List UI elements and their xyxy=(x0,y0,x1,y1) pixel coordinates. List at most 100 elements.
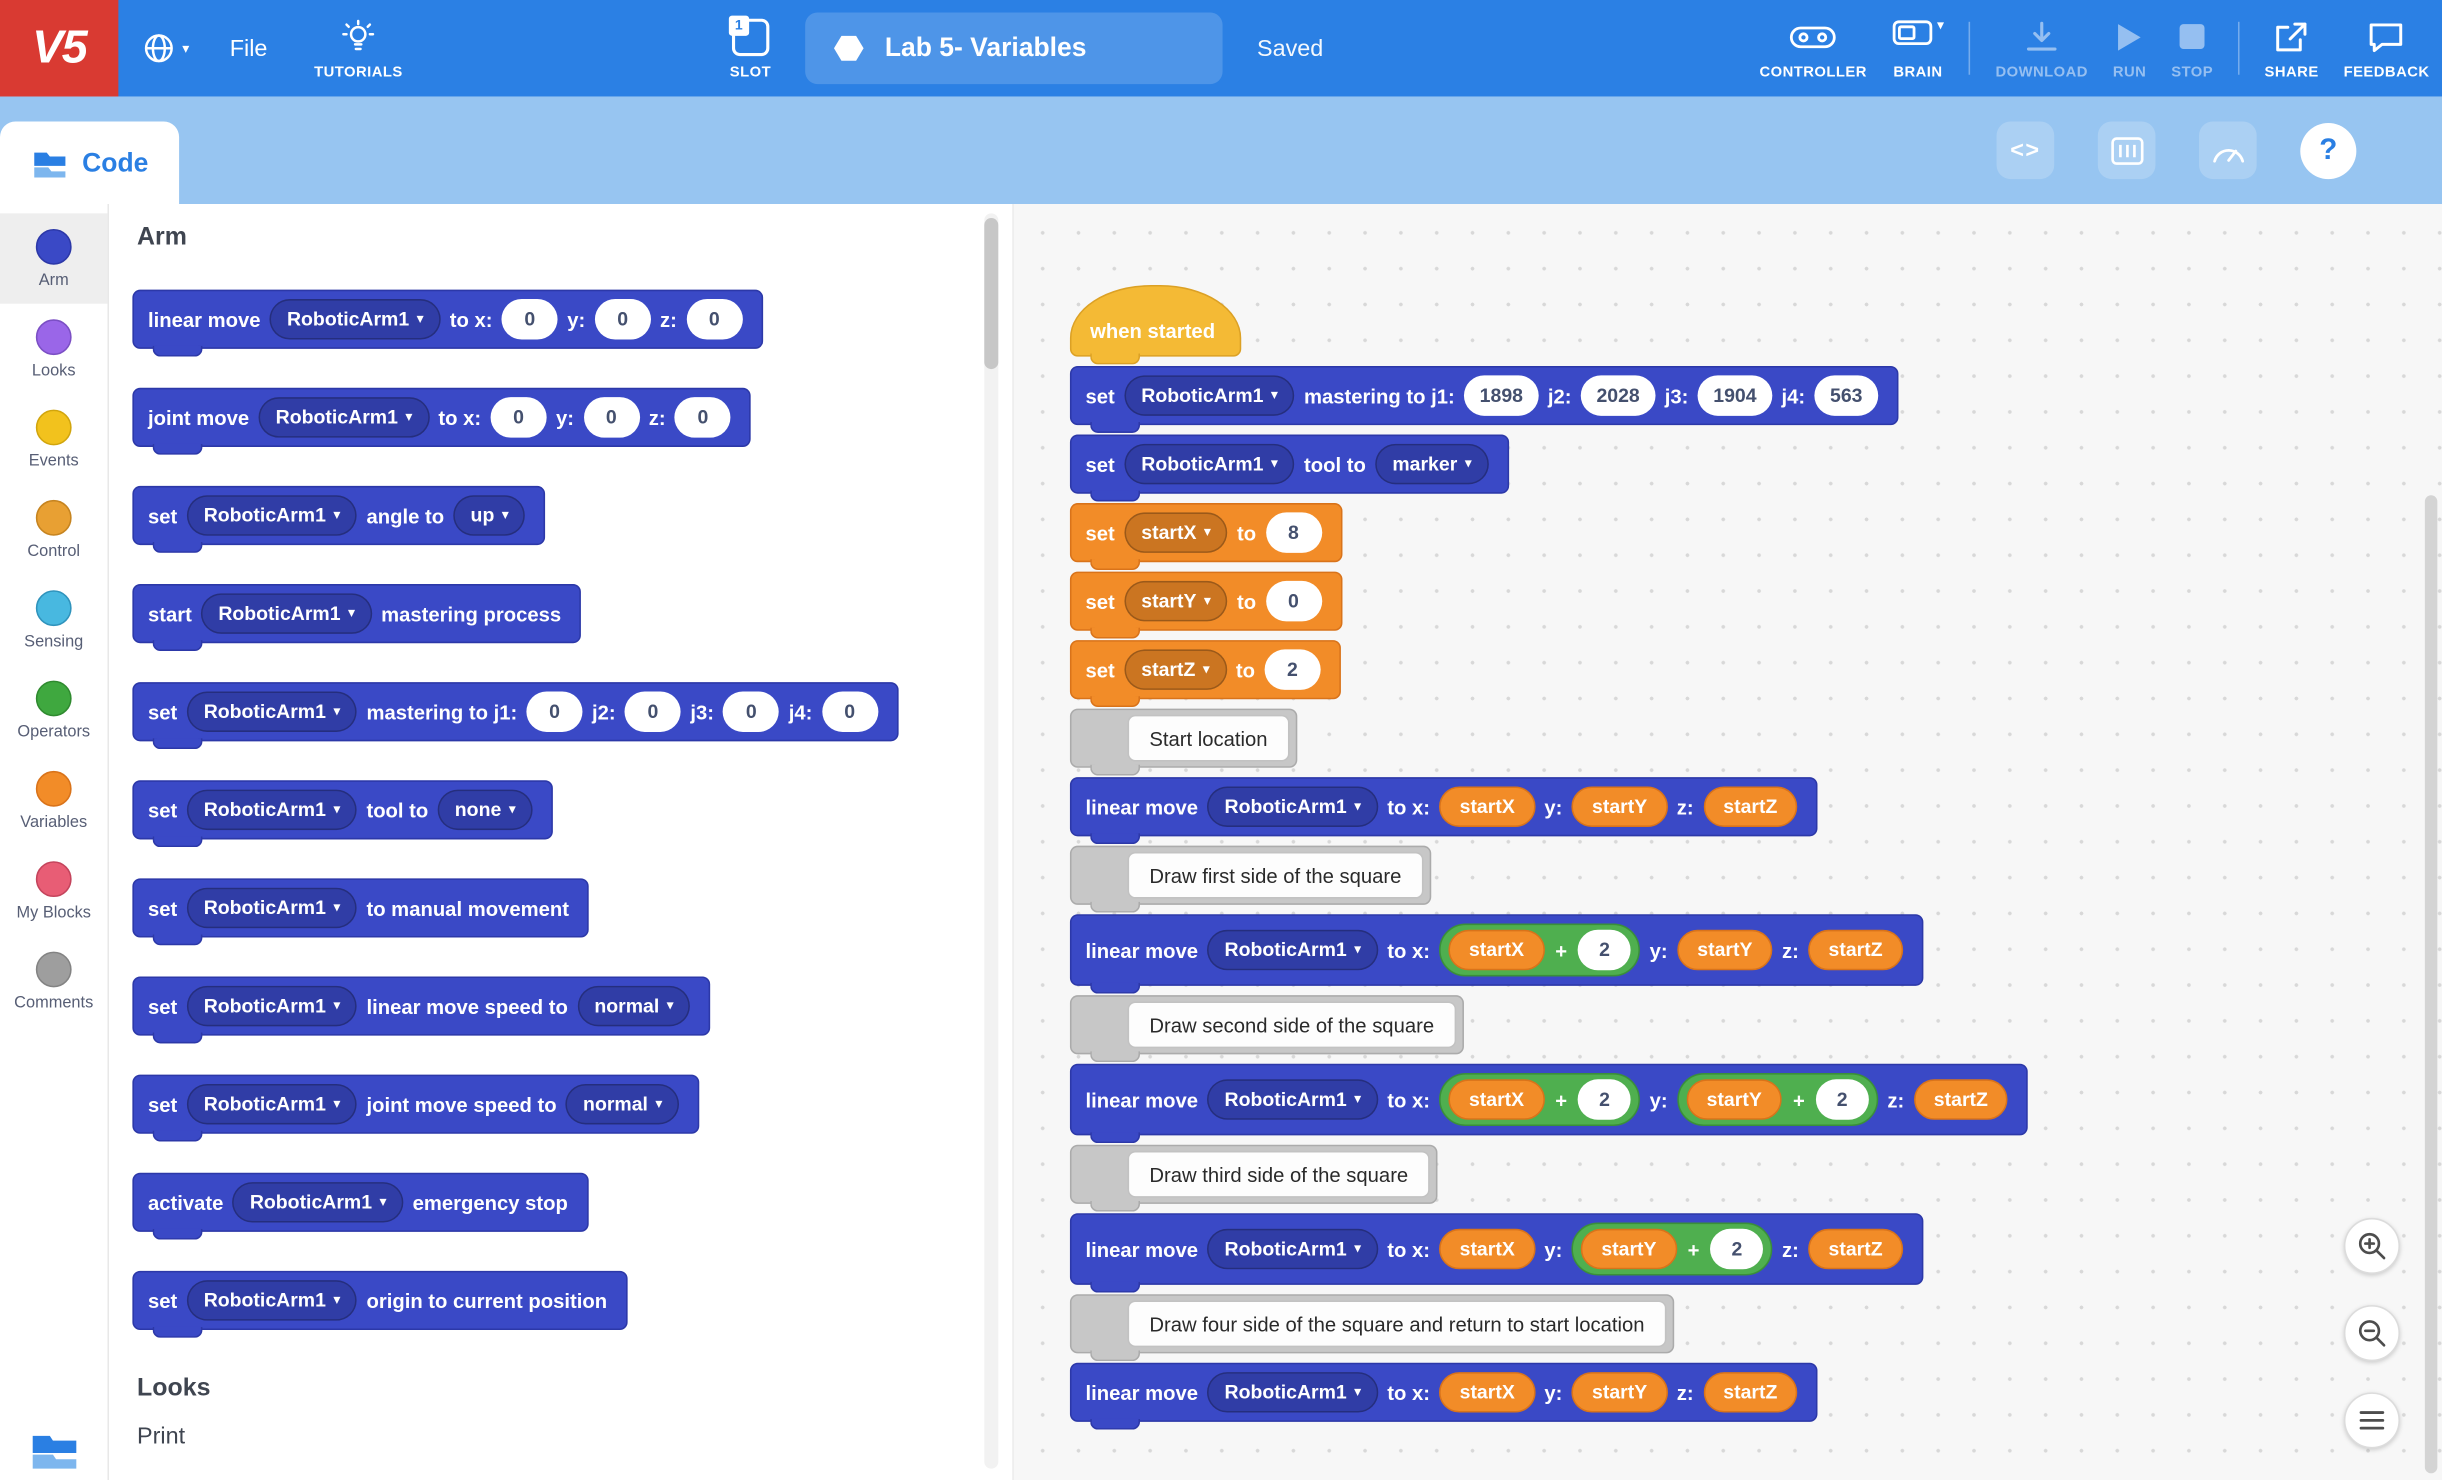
variable-oval[interactable]: startY xyxy=(1581,1228,1677,1270)
block-number-input[interactable]: 0 xyxy=(490,397,547,438)
tutorials-button[interactable]: TUTORIALS xyxy=(314,16,403,80)
variable-oval[interactable]: startZ xyxy=(1808,1228,1903,1270)
block-dropdown[interactable]: marker▾ xyxy=(1375,443,1489,485)
block-number-input[interactable]: 8 xyxy=(1265,512,1322,553)
canvas-menu-button[interactable] xyxy=(2343,1392,2400,1449)
block-dropdown[interactable]: RoboticArm1▾ xyxy=(1207,1079,1378,1120)
when-started-hat-block[interactable]: when started xyxy=(1069,285,1242,365)
block-dropdown[interactable]: RoboticArm1▾ xyxy=(201,593,372,634)
variable-oval[interactable]: startY xyxy=(1571,1372,1668,1413)
block-dropdown[interactable]: RoboticArm1▾ xyxy=(1124,375,1295,416)
block-dropdown[interactable]: RoboticArm1▾ xyxy=(232,1182,404,1223)
comment-block[interactable]: Start location xyxy=(1069,708,1298,776)
block-number-input[interactable]: 0 xyxy=(821,691,878,732)
category-looks[interactable]: Looks xyxy=(0,304,107,394)
block-number-input[interactable]: 2 xyxy=(1578,929,1631,971)
block-dropdown[interactable]: RoboticArm1▾ xyxy=(1207,1372,1378,1413)
brain-button[interactable]: ▾ BRAIN xyxy=(1892,16,1944,80)
category-my-blocks[interactable]: My Blocks xyxy=(0,846,107,936)
block-number-input[interactable]: 0 xyxy=(624,691,681,732)
zoom-in-button[interactable] xyxy=(2343,1217,2400,1274)
variable-oval[interactable]: startX xyxy=(1439,1372,1536,1413)
help-button[interactable]: ? xyxy=(2300,122,2357,179)
operator-plus-block[interactable]: startX+2 xyxy=(1439,1073,1641,1127)
variable-oval[interactable]: startX xyxy=(1448,929,1545,971)
controller-button[interactable]: CONTROLLER xyxy=(1759,16,1866,80)
block-dropdown[interactable]: RoboticArm1▾ xyxy=(186,1083,358,1125)
category-operators[interactable]: Operators xyxy=(0,665,107,755)
devices-button[interactable] xyxy=(2097,121,2156,180)
block-number-input[interactable]: 0 xyxy=(583,397,640,438)
block-number-input[interactable]: 0 xyxy=(594,299,651,340)
category-variables[interactable]: Variables xyxy=(0,755,107,845)
block-number-input[interactable]: 2028 xyxy=(1580,375,1656,416)
block-number-input[interactable]: 563 xyxy=(1814,375,1879,416)
block-dropdown[interactable]: RoboticArm1▾ xyxy=(258,397,430,438)
block-dropdown[interactable]: RoboticArm1▾ xyxy=(186,1280,358,1321)
comment-block[interactable]: Draw second side of the square xyxy=(1069,995,1464,1063)
block-number-input[interactable]: 2 xyxy=(1710,1228,1764,1270)
blocks-panel-toggle[interactable] xyxy=(0,1431,109,1471)
block-dropdown[interactable]: startY▾ xyxy=(1124,580,1228,622)
block-dropdown[interactable]: RoboticArm1▾ xyxy=(186,789,358,831)
variable-oval[interactable]: startZ xyxy=(1913,1079,2009,1120)
zoom-out-button[interactable] xyxy=(2343,1305,2400,1362)
block-dropdown[interactable]: RoboticArm1▾ xyxy=(1207,786,1378,827)
block-dropdown[interactable]: RoboticArm1▾ xyxy=(269,299,441,340)
category-sensing[interactable]: Sensing xyxy=(0,575,107,665)
variable-oval[interactable]: startY xyxy=(1571,786,1668,827)
block-dropdown[interactable]: normal▾ xyxy=(565,1083,680,1125)
operator-plus-block[interactable]: startX+2 xyxy=(1439,923,1641,977)
feedback-button[interactable]: FEEDBACK xyxy=(2344,16,2430,80)
operator-plus-block[interactable]: startY+2 xyxy=(1571,1222,1773,1276)
variable-oval[interactable]: startX xyxy=(1439,1228,1536,1270)
block-number-input[interactable]: 2 xyxy=(1815,1079,1869,1120)
block-dropdown[interactable]: RoboticArm1▾ xyxy=(1207,1228,1378,1270)
block-dropdown[interactable]: RoboticArm1▾ xyxy=(186,691,358,732)
block-dropdown[interactable]: RoboticArm1▾ xyxy=(1207,929,1378,971)
block-dropdown[interactable]: normal▾ xyxy=(577,985,691,1027)
block-dropdown[interactable]: startZ▾ xyxy=(1124,649,1227,690)
project-name-field[interactable]: Lab 5- Variables xyxy=(805,12,1223,85)
comment-block[interactable]: Draw first side of the square xyxy=(1069,845,1432,913)
variable-oval[interactable]: startY xyxy=(1686,1079,1783,1120)
block-dropdown[interactable]: RoboticArm1▾ xyxy=(1124,443,1295,485)
block-dropdown[interactable]: RoboticArm1▾ xyxy=(186,985,358,1027)
block-dropdown[interactable]: RoboticArm1▾ xyxy=(186,887,358,929)
variable-oval[interactable]: startX xyxy=(1448,1079,1545,1120)
dashboard-button[interactable] xyxy=(2199,121,2257,180)
tab-code[interactable]: Code xyxy=(0,121,180,205)
block-dropdown[interactable]: none▾ xyxy=(437,789,533,831)
category-control[interactable]: Control xyxy=(0,484,107,574)
palette-scrollbar[interactable] xyxy=(984,218,999,370)
variable-oval[interactable]: startZ xyxy=(1703,1372,1798,1413)
stop-button[interactable]: STOP xyxy=(2171,16,2213,80)
slot-button[interactable]: 1 SLOT xyxy=(728,14,771,80)
block-dropdown[interactable]: up▾ xyxy=(453,495,526,536)
block-dropdown[interactable]: startX▾ xyxy=(1124,512,1228,553)
block-number-input[interactable]: 2 xyxy=(1264,649,1321,690)
block-number-input[interactable]: 1904 xyxy=(1697,375,1773,416)
category-arm[interactable]: Arm xyxy=(0,213,108,304)
vex-logo[interactable]: V5 xyxy=(0,0,119,97)
block-number-input[interactable]: 2 xyxy=(1578,1079,1631,1120)
block-number-input[interactable]: 0 xyxy=(674,397,732,438)
